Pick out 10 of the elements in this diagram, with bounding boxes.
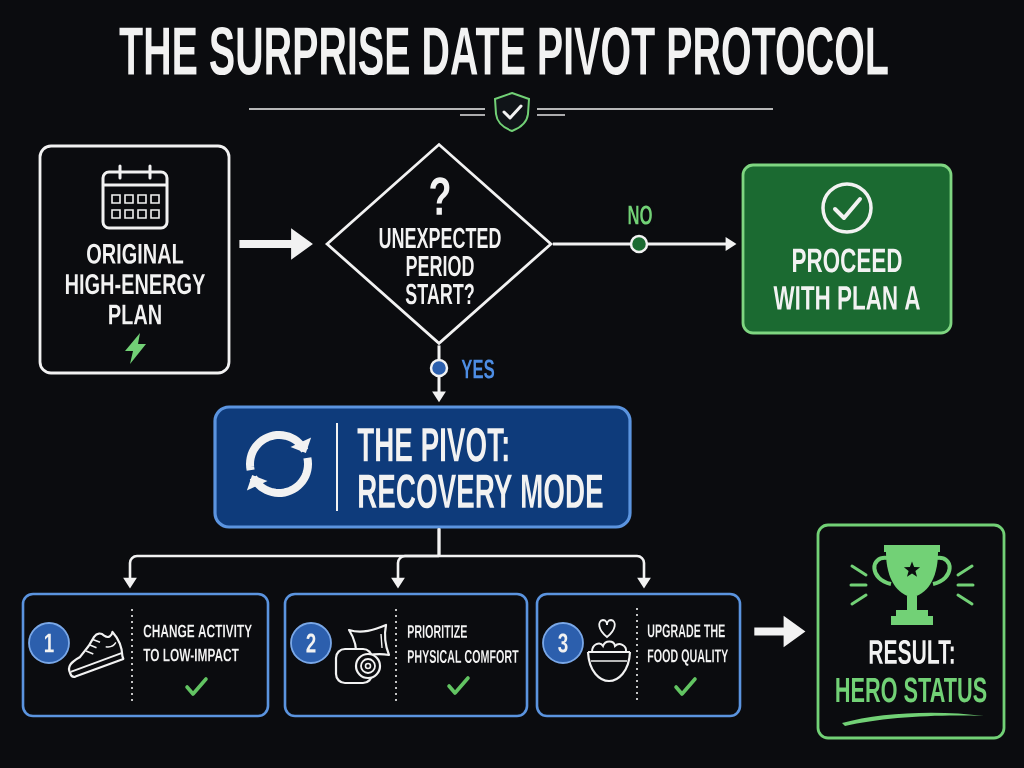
number-badge: 3 [542,622,584,664]
result-box: RESULT: HERO STATUS [816,523,1006,740]
edge-label: YES [460,358,496,380]
edge-label: NO [626,204,654,226]
process-box: ORIGINAL HIGH-ENERGY PLAN [38,144,231,375]
number-badge: 1 [28,622,70,664]
number-badge: 2 [290,622,332,664]
title: THE SURPRISE DATE PIVOT PROTOCOL [119,26,888,76]
process-box: PROCEED WITH PLAN A [741,163,953,335]
process-box: THE PIVOT: RECOVERY MODE [213,405,632,529]
